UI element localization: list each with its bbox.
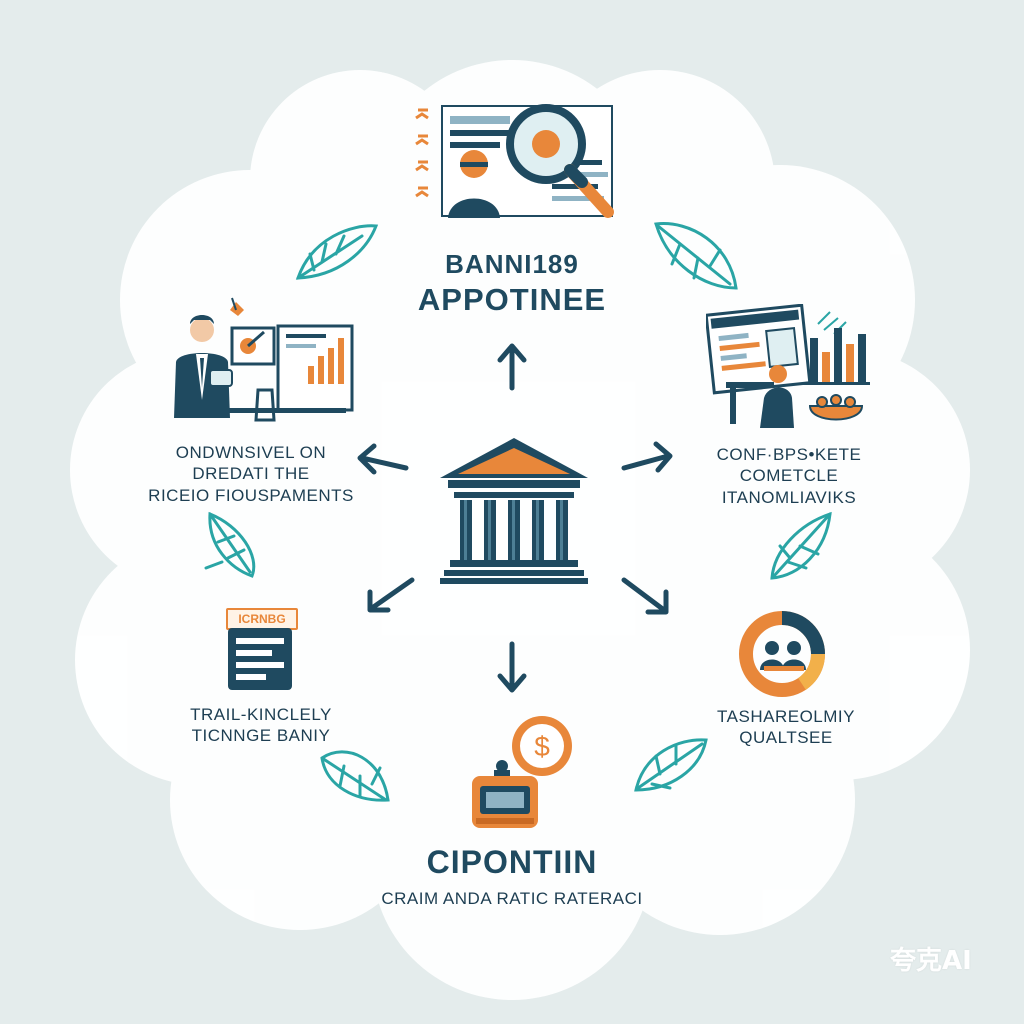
bottom-left-badge: ICRNBG: [226, 608, 298, 630]
magnifier-profile-icon: [415, 104, 614, 218]
left-node-line2: DREDATI THE: [192, 464, 310, 484]
arrow-down-icon: [497, 641, 527, 693]
bottom-node-line1: CIPONTIIN: [426, 844, 598, 880]
right-node-line3: ITANOMLIAVIKS: [721, 487, 857, 507]
arrow-right-icon: [621, 441, 673, 473]
bottom-left-line2: TICNNGE BANIY: [191, 726, 331, 746]
left-node-line3: RICEIO FIOUSPAMENTS: [148, 485, 354, 505]
bottom-left-label: TRAIL-KINCLELY TICNNGE BANIY: [166, 704, 356, 747]
document-form-icon: [228, 628, 292, 690]
top-node-label: BANNI189 APPOTINEE: [372, 248, 652, 319]
svg-text:$: $: [534, 731, 550, 762]
leaf-icon: [770, 511, 832, 580]
bottom-right-line2: QUALTSEE: [739, 728, 833, 748]
bottom-node-label: CIPONTIIN CRAIM ANDA RATIC RATERACI: [332, 842, 692, 909]
leaf-icon: [634, 738, 708, 792]
bank-building-icon: [440, 438, 588, 584]
leaf-icon: [654, 222, 738, 290]
bottom-right-line1: TASHAREOLMIY: [717, 707, 855, 726]
arrow-down-left-icon: [367, 577, 415, 613]
bottom-node-line2: CRAIM ANDA RATIC RATERACI: [381, 889, 643, 908]
coin-register-icon: $: [472, 716, 572, 828]
right-node-line1: CONF·BPS•KETE: [716, 445, 862, 464]
arrow-down-right-icon: [621, 577, 669, 615]
presenter-chart-icon: [174, 297, 354, 422]
top-node-line2: APPOTINEE: [417, 281, 607, 317]
top-node-line1: BANNI189: [445, 249, 579, 279]
leaf-icon: [295, 224, 379, 280]
leaf-icon: [320, 750, 390, 802]
bottom-right-label: TASHAREOLMIY QUALTSEE: [706, 706, 866, 749]
right-node-label: CONF·BPS•KETE COMETCLE ITANOMLIAVIKS: [686, 444, 892, 508]
arrow-up-icon: [497, 343, 527, 391]
left-node-line1: ONDWNSIVEL ON: [175, 443, 327, 462]
arrow-left-icon: [357, 443, 409, 475]
right-node-line2: COMETCLE: [739, 466, 839, 486]
left-node-label: ONDWNSIVEL ON DREDATI THE RICEIO FIOUSPA…: [136, 442, 366, 506]
bottom-left-line1: TRAIL-KINCLELY: [190, 705, 332, 724]
donut-team-icon: [739, 611, 826, 697]
leaf-icon: [204, 511, 256, 578]
analyst-dashboard-icon: [706, 304, 870, 428]
watermark: 夸克AI: [890, 946, 972, 976]
